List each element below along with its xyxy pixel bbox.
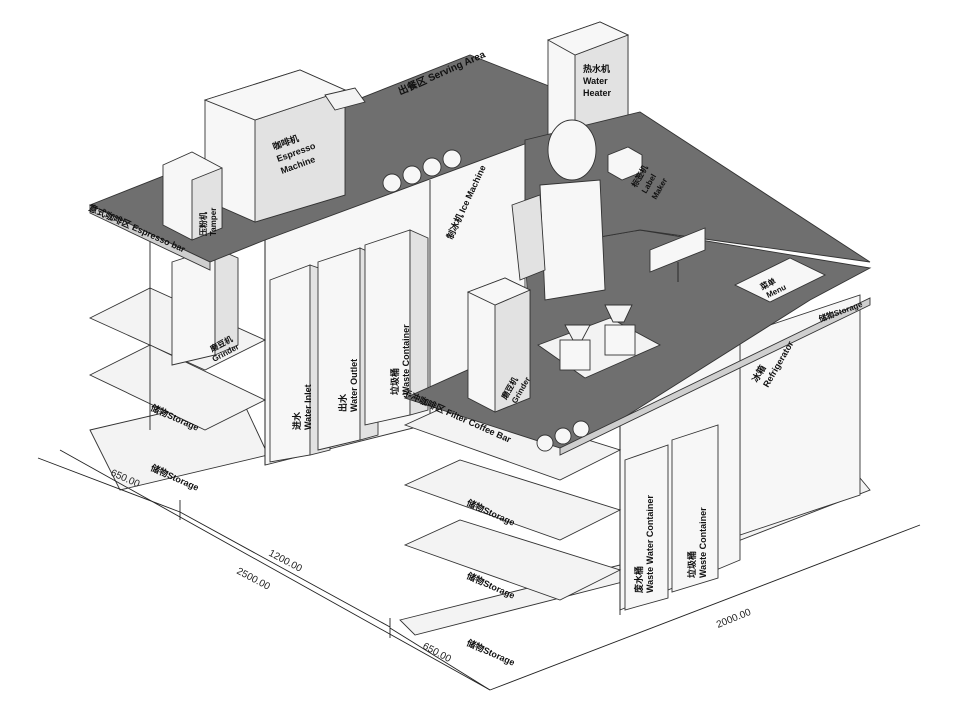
dimension-2500: 2500.00 — [235, 566, 272, 593]
waste-water-label-en: Waste Water Container — [645, 495, 655, 593]
water-outlet-container — [317, 247, 361, 451]
dimension-650-right: 650.00 — [421, 641, 454, 665]
water-outlet-label-en: Water Outlet — [349, 359, 359, 412]
right-unit — [403, 111, 872, 615]
pos-screen — [649, 227, 706, 273]
dimension-1200: 1200.00 — [267, 548, 304, 575]
waste-container-left-label-cn: 垃圾桶 — [389, 368, 400, 395]
tamper-label-en: Tamper — [209, 208, 218, 236]
water-heater-label-en1: Water — [583, 76, 608, 86]
dimension-2000: 2000.00 — [715, 607, 753, 631]
waste-container-left-label-en: Waste Container — [401, 324, 411, 395]
storage-right-3-label: 储物Storage — [465, 637, 517, 668]
water-heater-label-cn: 热水机 — [583, 63, 610, 74]
waste-container-right-box — [671, 424, 719, 593]
waste-container-right-label-cn: 垃圾桶 — [686, 551, 697, 578]
waste-water-label-cn: 废水桶 — [633, 566, 644, 593]
dimension-lines — [37, 449, 921, 691]
water-inlet-container — [269, 264, 311, 463]
left-shelf-2 — [88, 344, 267, 431]
waste-water-container-box — [624, 444, 669, 611]
water-inlet-label-en: Water Inlet — [303, 384, 313, 430]
water-inlet-label-cn: 进水 — [291, 411, 302, 430]
water-heater-label-en2: Heater — [583, 88, 612, 98]
left-unit — [88, 54, 612, 466]
robot-body — [539, 179, 606, 301]
waste-container-right-label-en: Waste Container — [698, 507, 708, 578]
label-maker-box — [607, 146, 643, 181]
robot-head — [547, 119, 597, 181]
right-shelf-2 — [403, 459, 622, 541]
water-outlet-label-cn: 出水 — [337, 393, 348, 412]
tamper-label-cn: 压粉机 — [198, 212, 208, 236]
menu-card — [733, 257, 827, 303]
